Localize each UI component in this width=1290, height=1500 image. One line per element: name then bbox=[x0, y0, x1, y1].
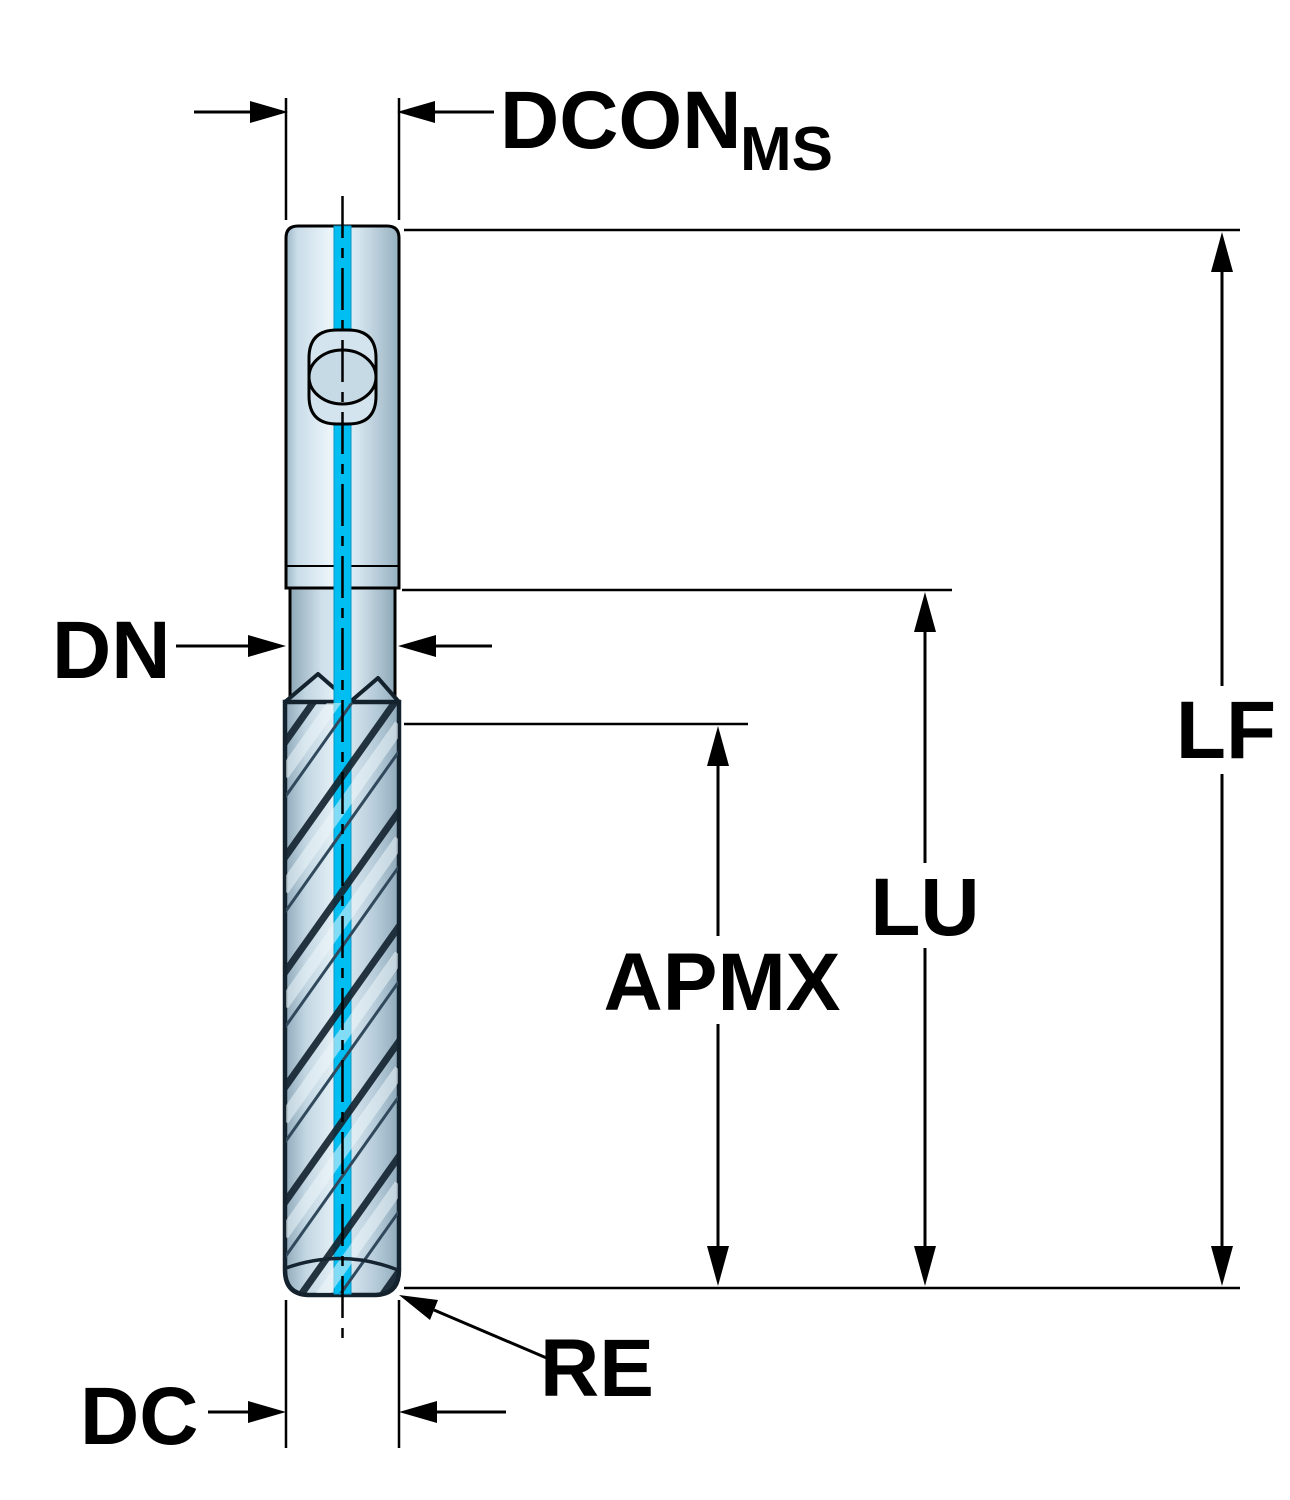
lu-up-arrowhead bbox=[914, 592, 936, 632]
dc-right-arrowhead bbox=[399, 1401, 437, 1423]
label-dc: DC bbox=[80, 1371, 198, 1462]
dim-lu: LU bbox=[402, 588, 980, 1286]
dim-dconms: DCON MS bbox=[194, 75, 833, 220]
leader-re: RE bbox=[399, 1295, 654, 1414]
lf-down-arrowhead bbox=[1211, 1246, 1233, 1286]
dim-lf: LF bbox=[404, 228, 1276, 1290]
dconms-extension-lines bbox=[284, 98, 401, 220]
dconms-left-arrowhead bbox=[250, 101, 288, 123]
dc-extension-lines bbox=[284, 1300, 401, 1448]
re-leader-line bbox=[433, 1308, 557, 1364]
lu-down-arrowhead bbox=[914, 1246, 936, 1286]
dim-dn: DN bbox=[52, 605, 492, 696]
dn-right-arrowhead bbox=[398, 635, 436, 657]
label-dcon: DCON bbox=[500, 75, 741, 166]
dn-left-arrowhead bbox=[248, 635, 286, 657]
label-lu: LU bbox=[870, 862, 979, 953]
label-apmx: APMX bbox=[604, 937, 841, 1028]
apmx-up-arrowhead bbox=[707, 726, 729, 766]
dc-left-arrowhead bbox=[248, 1401, 286, 1423]
label-lf: LF bbox=[1176, 685, 1276, 776]
label-re: RE bbox=[540, 1323, 654, 1414]
dim-dc: DC bbox=[80, 1300, 506, 1462]
re-arrowhead bbox=[399, 1295, 438, 1320]
end-mill-tool bbox=[282, 196, 402, 1348]
dim-apmx: APMX bbox=[404, 722, 841, 1286]
label-dcon-subscript: MS bbox=[740, 115, 833, 184]
apmx-down-arrowhead bbox=[707, 1246, 729, 1286]
lf-up-arrowhead bbox=[1211, 232, 1233, 272]
label-dn: DN bbox=[52, 605, 170, 696]
dconms-right-arrowhead bbox=[397, 101, 435, 123]
